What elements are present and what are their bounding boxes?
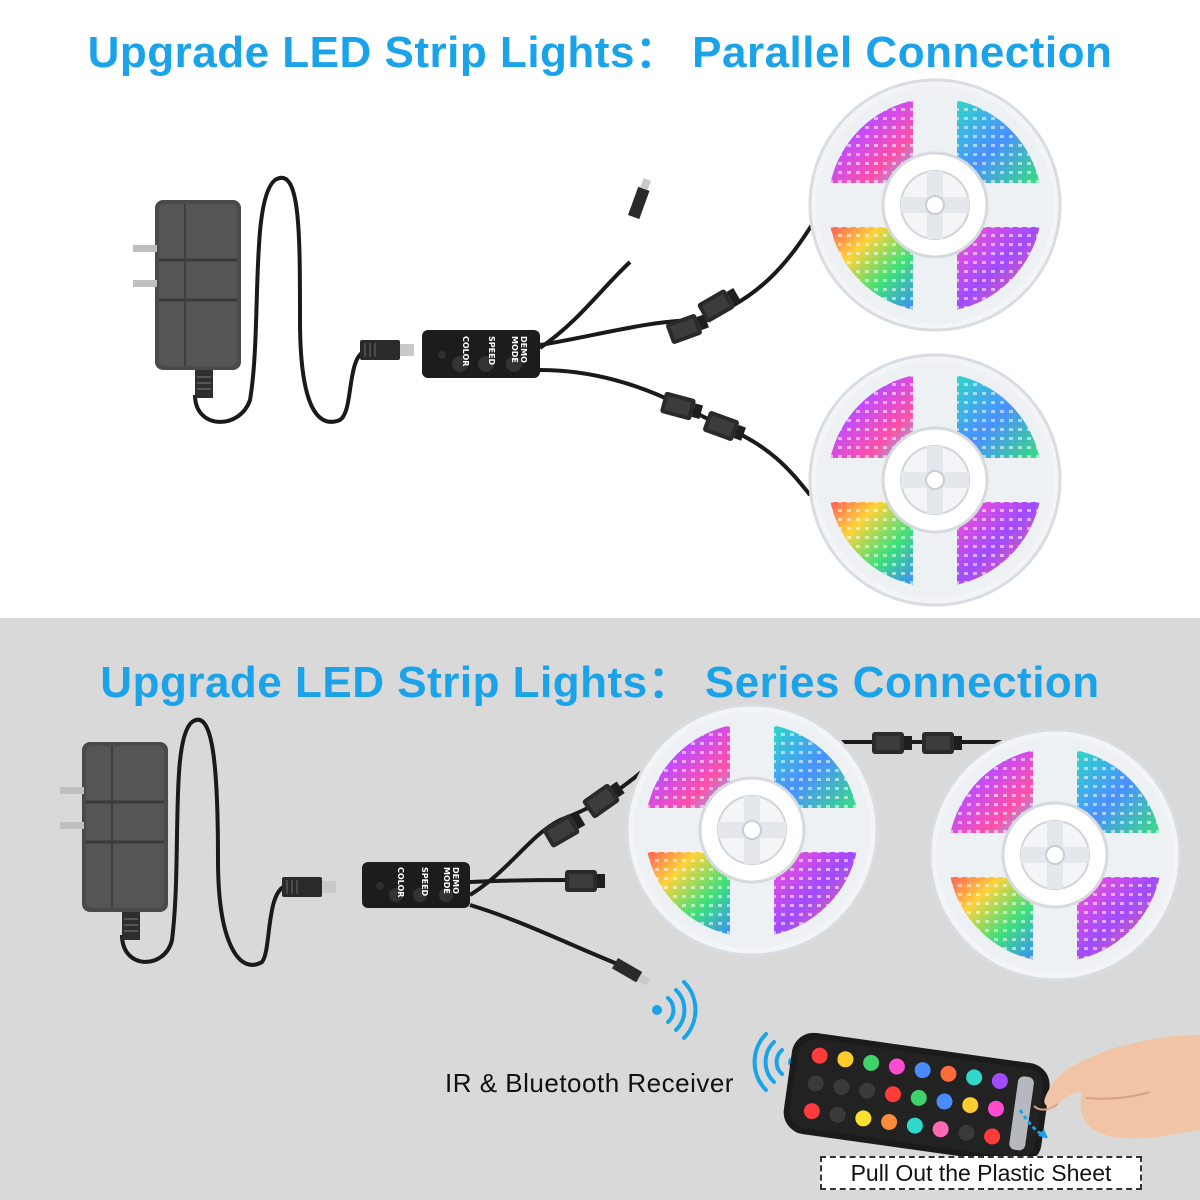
controller-box-icon: COLOR SPEED MODE DEMO [362,862,470,908]
hand-icon [1033,1035,1200,1139]
controller-label-demo: DEMO [519,336,528,363]
power-adapter-icon [131,198,243,400]
connector-icon [581,778,627,820]
dc-plug-icon [360,340,414,360]
controller-label-speed: SPEED [487,336,496,366]
connector-icon [565,870,605,892]
dc-plug-icon [282,877,336,897]
remote-control-icon [783,1032,1050,1165]
parallel-diagram: COLOR SPEED MODE DEMO [131,78,1062,607]
led-reel-icon [808,353,1062,607]
parallel-connection-title: Upgrade LED Strip Lights： Parallel Conne… [87,28,1113,77]
receiver-plug-icon [628,178,652,220]
plastic-sheet-label: Pull Out the Plastic Sheet [820,1156,1142,1190]
connector-icon [541,809,588,849]
controller-label-speed: SPEED [420,867,429,897]
connector-icon [659,391,705,423]
led-reel-icon [808,78,1062,332]
series-connection-title: Upgrade LED Strip Lights： Series Connect… [100,658,1100,707]
connector-icon [872,732,912,754]
connector-icon [702,410,748,445]
led-reel-icon [625,703,879,957]
controller-box-icon: COLOR SPEED MODE DEMO [422,330,540,378]
signal-wave-icon [652,980,698,1040]
power-adapter-icon [58,740,170,942]
controller-label-color: COLOR [461,336,470,366]
signal-wave-icon [752,1032,798,1092]
pull-direction-icon [1018,1109,1049,1140]
connector-icon [922,732,962,754]
controller-label-mode: MODE [442,867,451,894]
controller-label-demo: DEMO [451,867,460,894]
controller-label-color: COLOR [396,867,405,897]
led-reel-icon [928,728,1182,982]
receiver-label: IR & Bluetooth Receiver [445,1068,734,1098]
series-diagram: COLOR SPEED MODE DEMO [58,703,1200,1165]
controller-label-mode: MODE [510,336,519,363]
receiver-plug-icon [612,958,650,986]
